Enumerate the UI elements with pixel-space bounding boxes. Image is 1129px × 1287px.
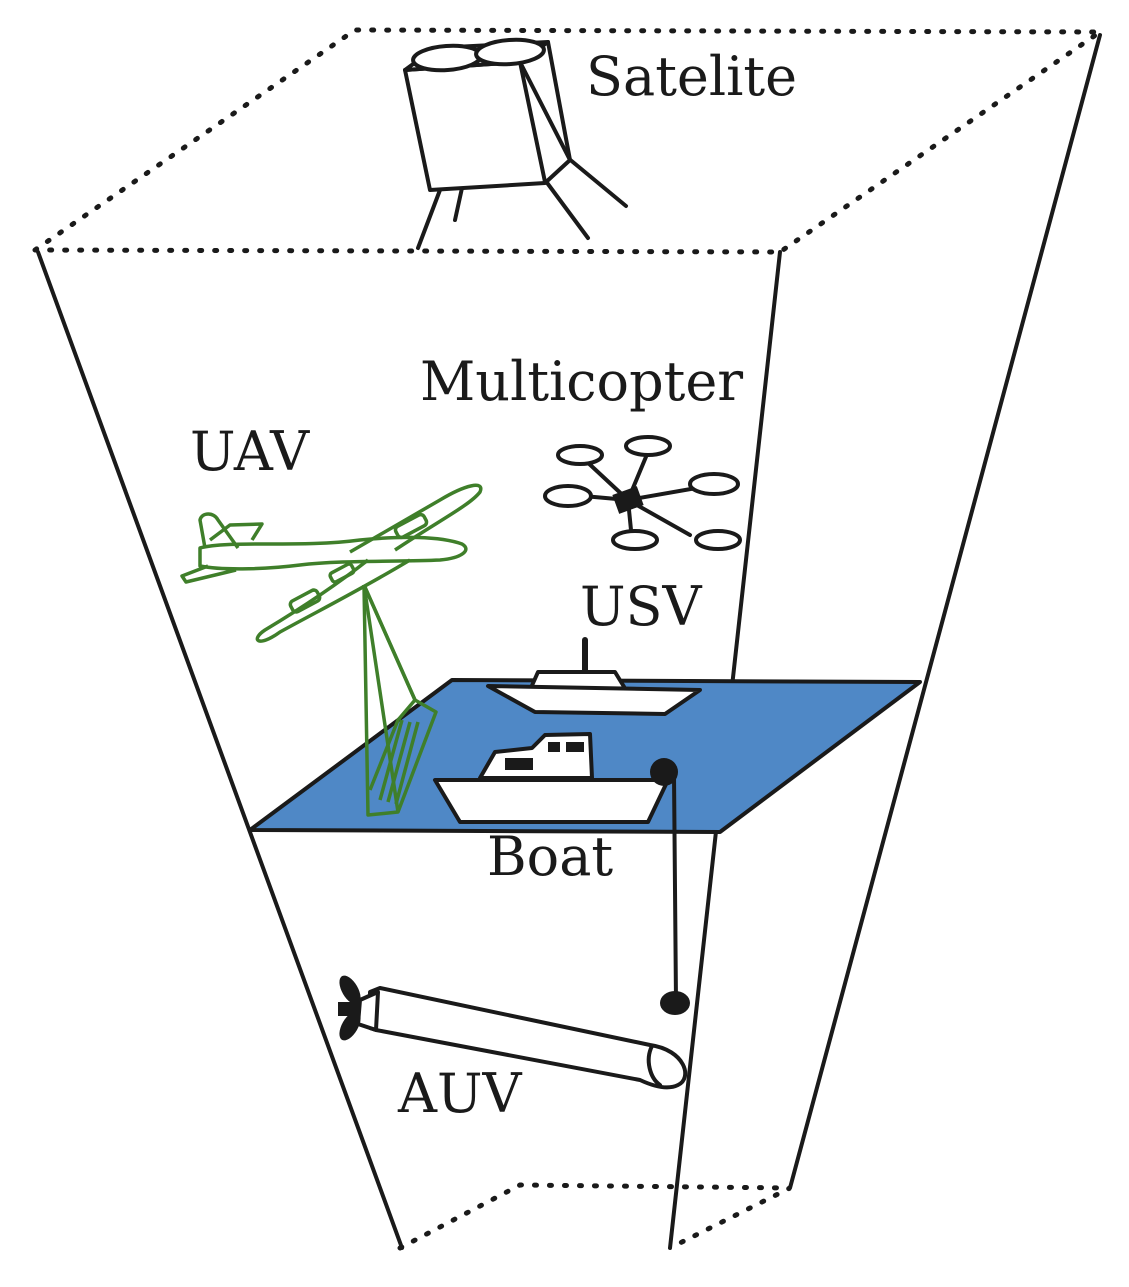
boat-icon bbox=[433, 732, 690, 1015]
boat-label: Boat bbox=[487, 825, 613, 888]
uav-label: UAV bbox=[190, 420, 310, 483]
top-plane-outline bbox=[32, 27, 1109, 255]
bottom-plane-outline bbox=[397, 1182, 792, 1251]
frame-edge-right bbox=[788, 33, 1102, 1190]
surface-vessel-icon bbox=[486, 637, 702, 716]
airplane-icon bbox=[180, 483, 483, 817]
frame-edge-left bbox=[36, 250, 404, 1250]
auv-label: AUV bbox=[397, 1062, 523, 1125]
usv-label: USV bbox=[580, 575, 703, 638]
satellite-icon bbox=[403, 37, 628, 250]
multicopter-icon bbox=[543, 435, 742, 551]
underwater-vehicle-icon bbox=[338, 975, 688, 1090]
multicopter-label: Multicopter bbox=[420, 350, 743, 413]
satellite-label: Satelite bbox=[586, 45, 797, 108]
scan-swath bbox=[378, 719, 420, 805]
